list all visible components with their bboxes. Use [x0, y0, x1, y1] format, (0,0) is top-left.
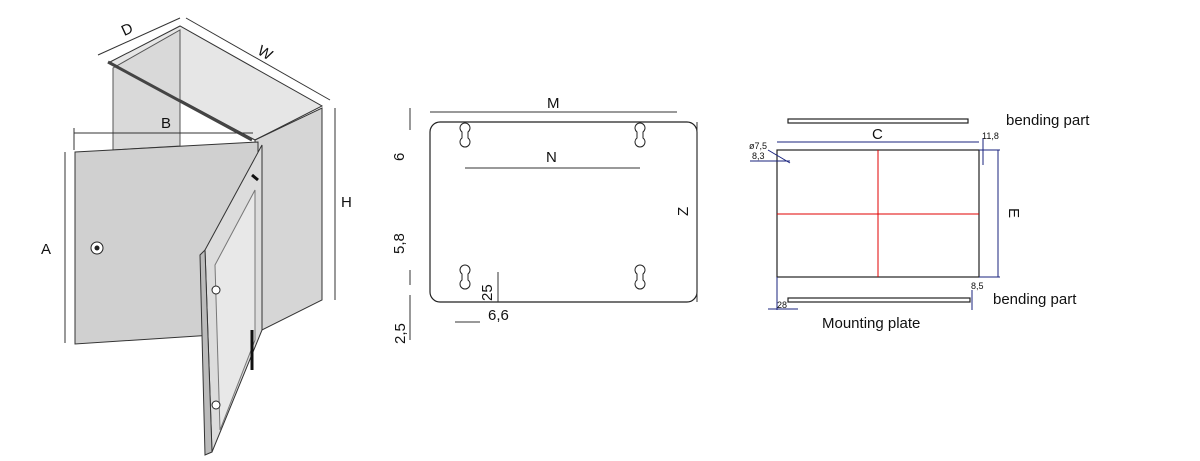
dim-h-label: H: [341, 194, 352, 211]
keyhole-icons: [459, 122, 646, 290]
mounting-plate-view: C E ø7,5 8,3 11,8 8,5 28 bending part be…: [749, 112, 1090, 332]
dim-8-5-label: 8,5: [971, 281, 984, 291]
dim-2-5-label: 2,5: [392, 323, 409, 344]
dim-c-label: C: [872, 126, 883, 143]
dim-5-8-label: 5,8: [391, 233, 408, 254]
bending-part-top-label: bending part: [1006, 112, 1090, 129]
dim-a-label: A: [41, 241, 51, 258]
dim-phi-7-5-label: ø7,5: [749, 141, 767, 151]
back-view: M N Z 6 5,8 25 2,5 6,6: [391, 95, 698, 344]
dim-6-6-label: 6,6: [488, 307, 509, 324]
back-plate-outline: [429, 121, 698, 303]
dim-28-label: 28: [777, 300, 787, 310]
mounting-plate-title: Mounting plate: [822, 315, 920, 332]
dim-6-label: 6: [391, 153, 408, 161]
dim-11-8-label: 11,8: [982, 131, 999, 141]
dim-n-label: N: [546, 149, 557, 166]
dim-m-label: M: [547, 95, 560, 112]
dim-b-label: B: [161, 115, 171, 132]
bending-part-top: [787, 118, 969, 124]
door-inner-panel: [214, 189, 256, 431]
bending-part-bottom: [787, 297, 971, 303]
enclosure-right-side: [254, 107, 323, 331]
dim-d-label: D: [119, 20, 136, 40]
dim-z-label: Z: [675, 207, 692, 216]
dim-25-label: 25: [479, 284, 496, 301]
bending-part-bottom-label: bending part: [993, 291, 1077, 308]
door-hinge-edge: [107, 60, 253, 142]
dim-e-label: E: [1005, 208, 1022, 218]
dim-w-label: W: [255, 42, 276, 64]
enclosure-isometric: D W B A H: [41, 17, 352, 456]
dim-8-3-label: 8,3: [752, 151, 765, 161]
